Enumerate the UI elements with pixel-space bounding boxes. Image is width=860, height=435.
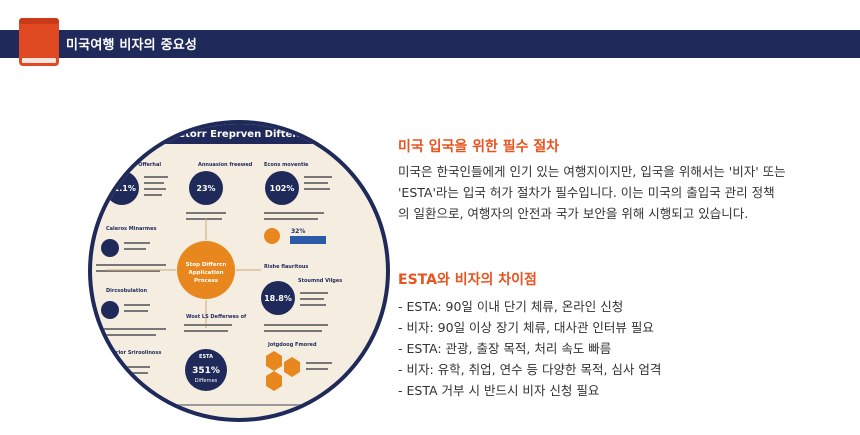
svg-text:Process: Process (194, 278, 219, 284)
list-item: - ESTA 거부 시 반드시 비자 신청 필요 (398, 383, 600, 398)
svg-text:102%: 102% (270, 184, 295, 193)
description-line: 미국은 한국인들에게 인기 있는 여행지이지만, 입국을 위해서는 '비자' 또… (398, 164, 786, 179)
section-title-entry: 미국 입국을 위한 필수 절차 (398, 139, 560, 155)
svg-text:Wost LS Defferwes of: Wost LS Defferwes of (186, 314, 247, 320)
svg-text:Annuasion freewed: Annuasion freewed (198, 162, 253, 168)
svg-text:Loarlor Sriroolinoss: Loarlor Sriroolinoss (106, 350, 161, 356)
description-line: 의 일환으로, 여행자의 안전과 국가 보안을 위해 시행되고 있습니다. (398, 206, 749, 221)
svg-text:Engens Offerhal: Engens Offerhal (116, 162, 161, 168)
section-title-differences: ESTA와 비자의 차이점 (398, 272, 537, 288)
list-item: - ESTA: 관광, 출장 목적, 처리 속도 빠름 (398, 341, 612, 356)
svg-text:Application: Application (188, 270, 223, 276)
differences-list: - ESTA: 90일 이내 단기 체류, 온라인 신청 - 비자: 90일 이… (398, 296, 661, 401)
list-item: - 비자: 유학, 취업, 연수 등 다양한 목적, 심사 엄격 (398, 362, 662, 377)
svg-text:Econs moventie: Econs moventie (264, 162, 309, 168)
svg-text:23%: 23% (196, 184, 215, 193)
svg-text:351%: 351% (192, 366, 220, 376)
svg-text:Stop Differcn: Stop Differcn (186, 262, 227, 268)
svg-text:Rishe flauritous: Rishe flauritous (264, 264, 308, 270)
description-line: 'ESTA'라는 입국 허가 절차가 필수입니다. 이는 미국의 출입국 관리 … (398, 185, 775, 200)
svg-text:31.1%: 31.1% (108, 184, 136, 193)
entry-description: 미국은 한국인들에게 인기 있는 여행지이지만, 입국을 위해서는 '비자' 또… (398, 161, 798, 224)
svg-text:ESTA: ESTA (199, 354, 213, 360)
panel-2: Annuasion freewed 23% (186, 162, 253, 220)
page-title: 미국여행 비자의 중요성 (66, 38, 198, 53)
svg-text:32%: 32% (291, 228, 305, 235)
svg-text:Stoumnd Vilges: Stoumnd Vilges (298, 278, 342, 284)
book-icon (19, 18, 59, 66)
svg-text:Dircsobulation: Dircsobulation (106, 288, 147, 294)
center-circle (177, 241, 235, 299)
svg-text:18.8%: 18.8% (264, 294, 292, 303)
panel-3: Econs moventie 102% (264, 162, 332, 220)
header-bar (0, 30, 860, 58)
list-item: - 비자: 90일 이상 장기 체류, 대사관 인터뷰 필요 (398, 320, 654, 335)
infographic-title: Sstretorr Ereprven Difteleci n (156, 129, 323, 140)
svg-text:Jotgdoog Fmored: Jotgdoog Fmored (267, 342, 317, 348)
svg-text:Caleros Minarmes: Caleros Minarmes (106, 226, 156, 232)
svg-text:Differnes: Differnes (195, 378, 218, 384)
infographic-image: Sstretorr Ereprven Difteleci n Engens Of… (88, 120, 390, 422)
list-item: - ESTA: 90일 이내 단기 체류, 온라인 신청 (398, 299, 624, 314)
